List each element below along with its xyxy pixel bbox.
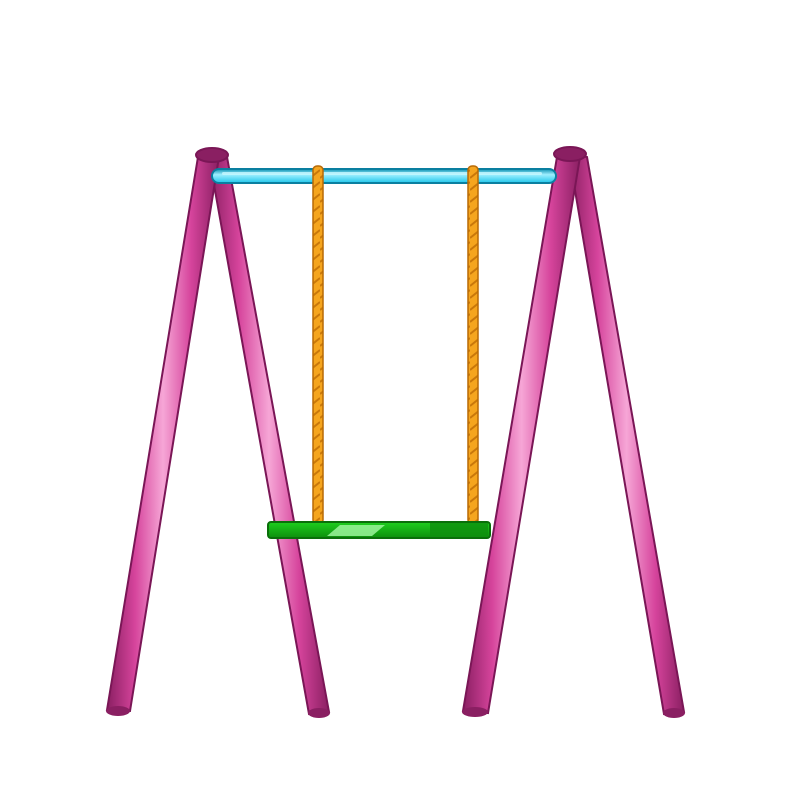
left-frame-front-leg-foot [106, 706, 130, 716]
right-frame-back-leg-foot [663, 708, 685, 718]
left-rope [312, 165, 324, 525]
right-a-frame [461, 146, 686, 718]
left-frame-back-leg [207, 156, 331, 716]
right-frame-front-leg-foot [462, 707, 488, 717]
right-frame-back-leg [567, 153, 686, 716]
top-crossbar [211, 168, 557, 184]
right-frame-front-leg [461, 156, 582, 715]
left-a-frame [105, 147, 331, 718]
swing-seat [267, 521, 491, 539]
left-frame-front-leg [105, 156, 221, 713]
right-frame-top-cap [553, 146, 587, 162]
right-rope [467, 165, 479, 525]
left-frame-top-cap [195, 147, 229, 163]
left-frame-back-leg-foot [308, 708, 330, 718]
seat-highlight [327, 525, 385, 536]
